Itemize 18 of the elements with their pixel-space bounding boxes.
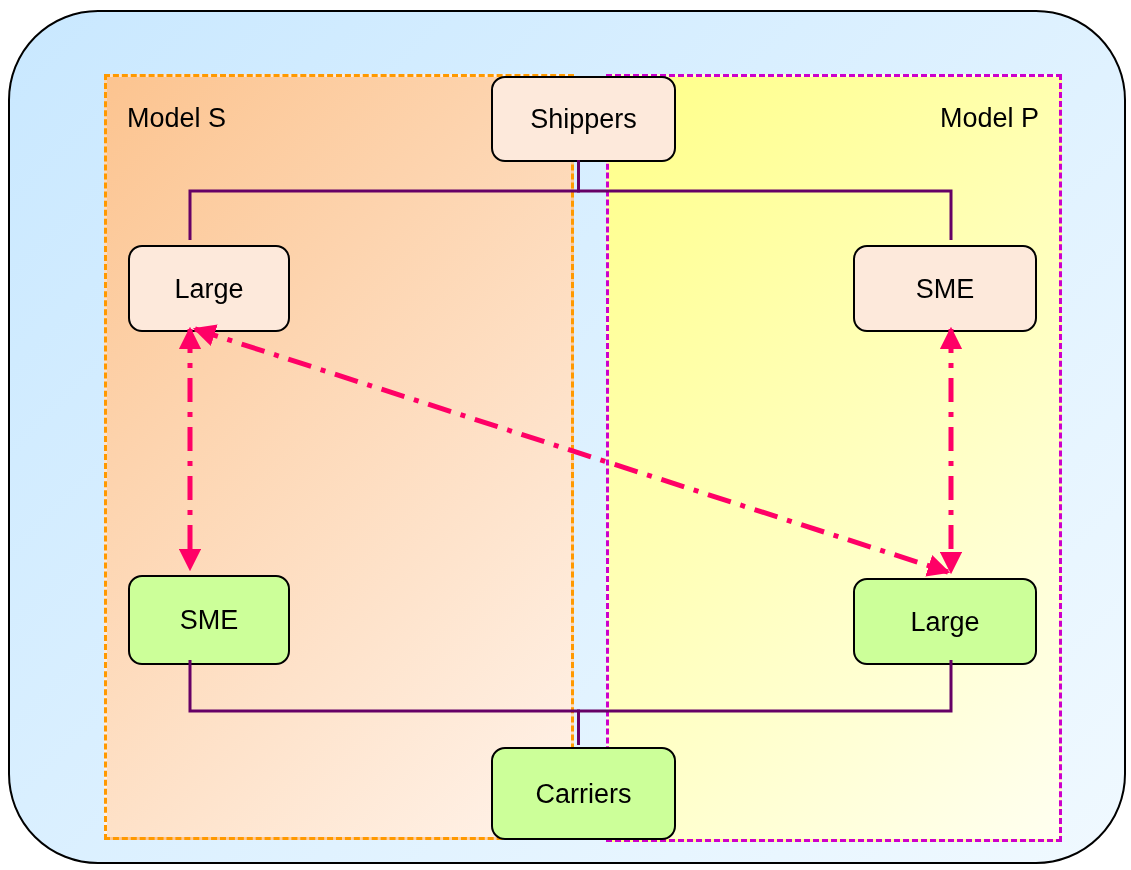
node-label: SME <box>915 273 975 304</box>
node-label: Large <box>174 273 244 304</box>
process-box <box>128 245 290 332</box>
node-label: Shippers <box>530 103 637 135</box>
dash-dot-arrow <box>192 324 951 577</box>
region-label: Model S <box>127 103 227 134</box>
dash-dot-arrow <box>178 326 202 572</box>
process-box <box>853 578 1037 665</box>
process-box <box>128 575 290 665</box>
node-label: Carriers <box>535 778 632 809</box>
node-label: Large <box>910 606 980 637</box>
region-label: Model P <box>939 103 1039 134</box>
process-box <box>491 747 676 840</box>
dash-dot-arrow <box>939 326 963 575</box>
background-panel <box>8 10 1126 864</box>
node-label: SME <box>179 604 239 636</box>
process-box <box>491 76 676 162</box>
process-box <box>853 245 1037 332</box>
